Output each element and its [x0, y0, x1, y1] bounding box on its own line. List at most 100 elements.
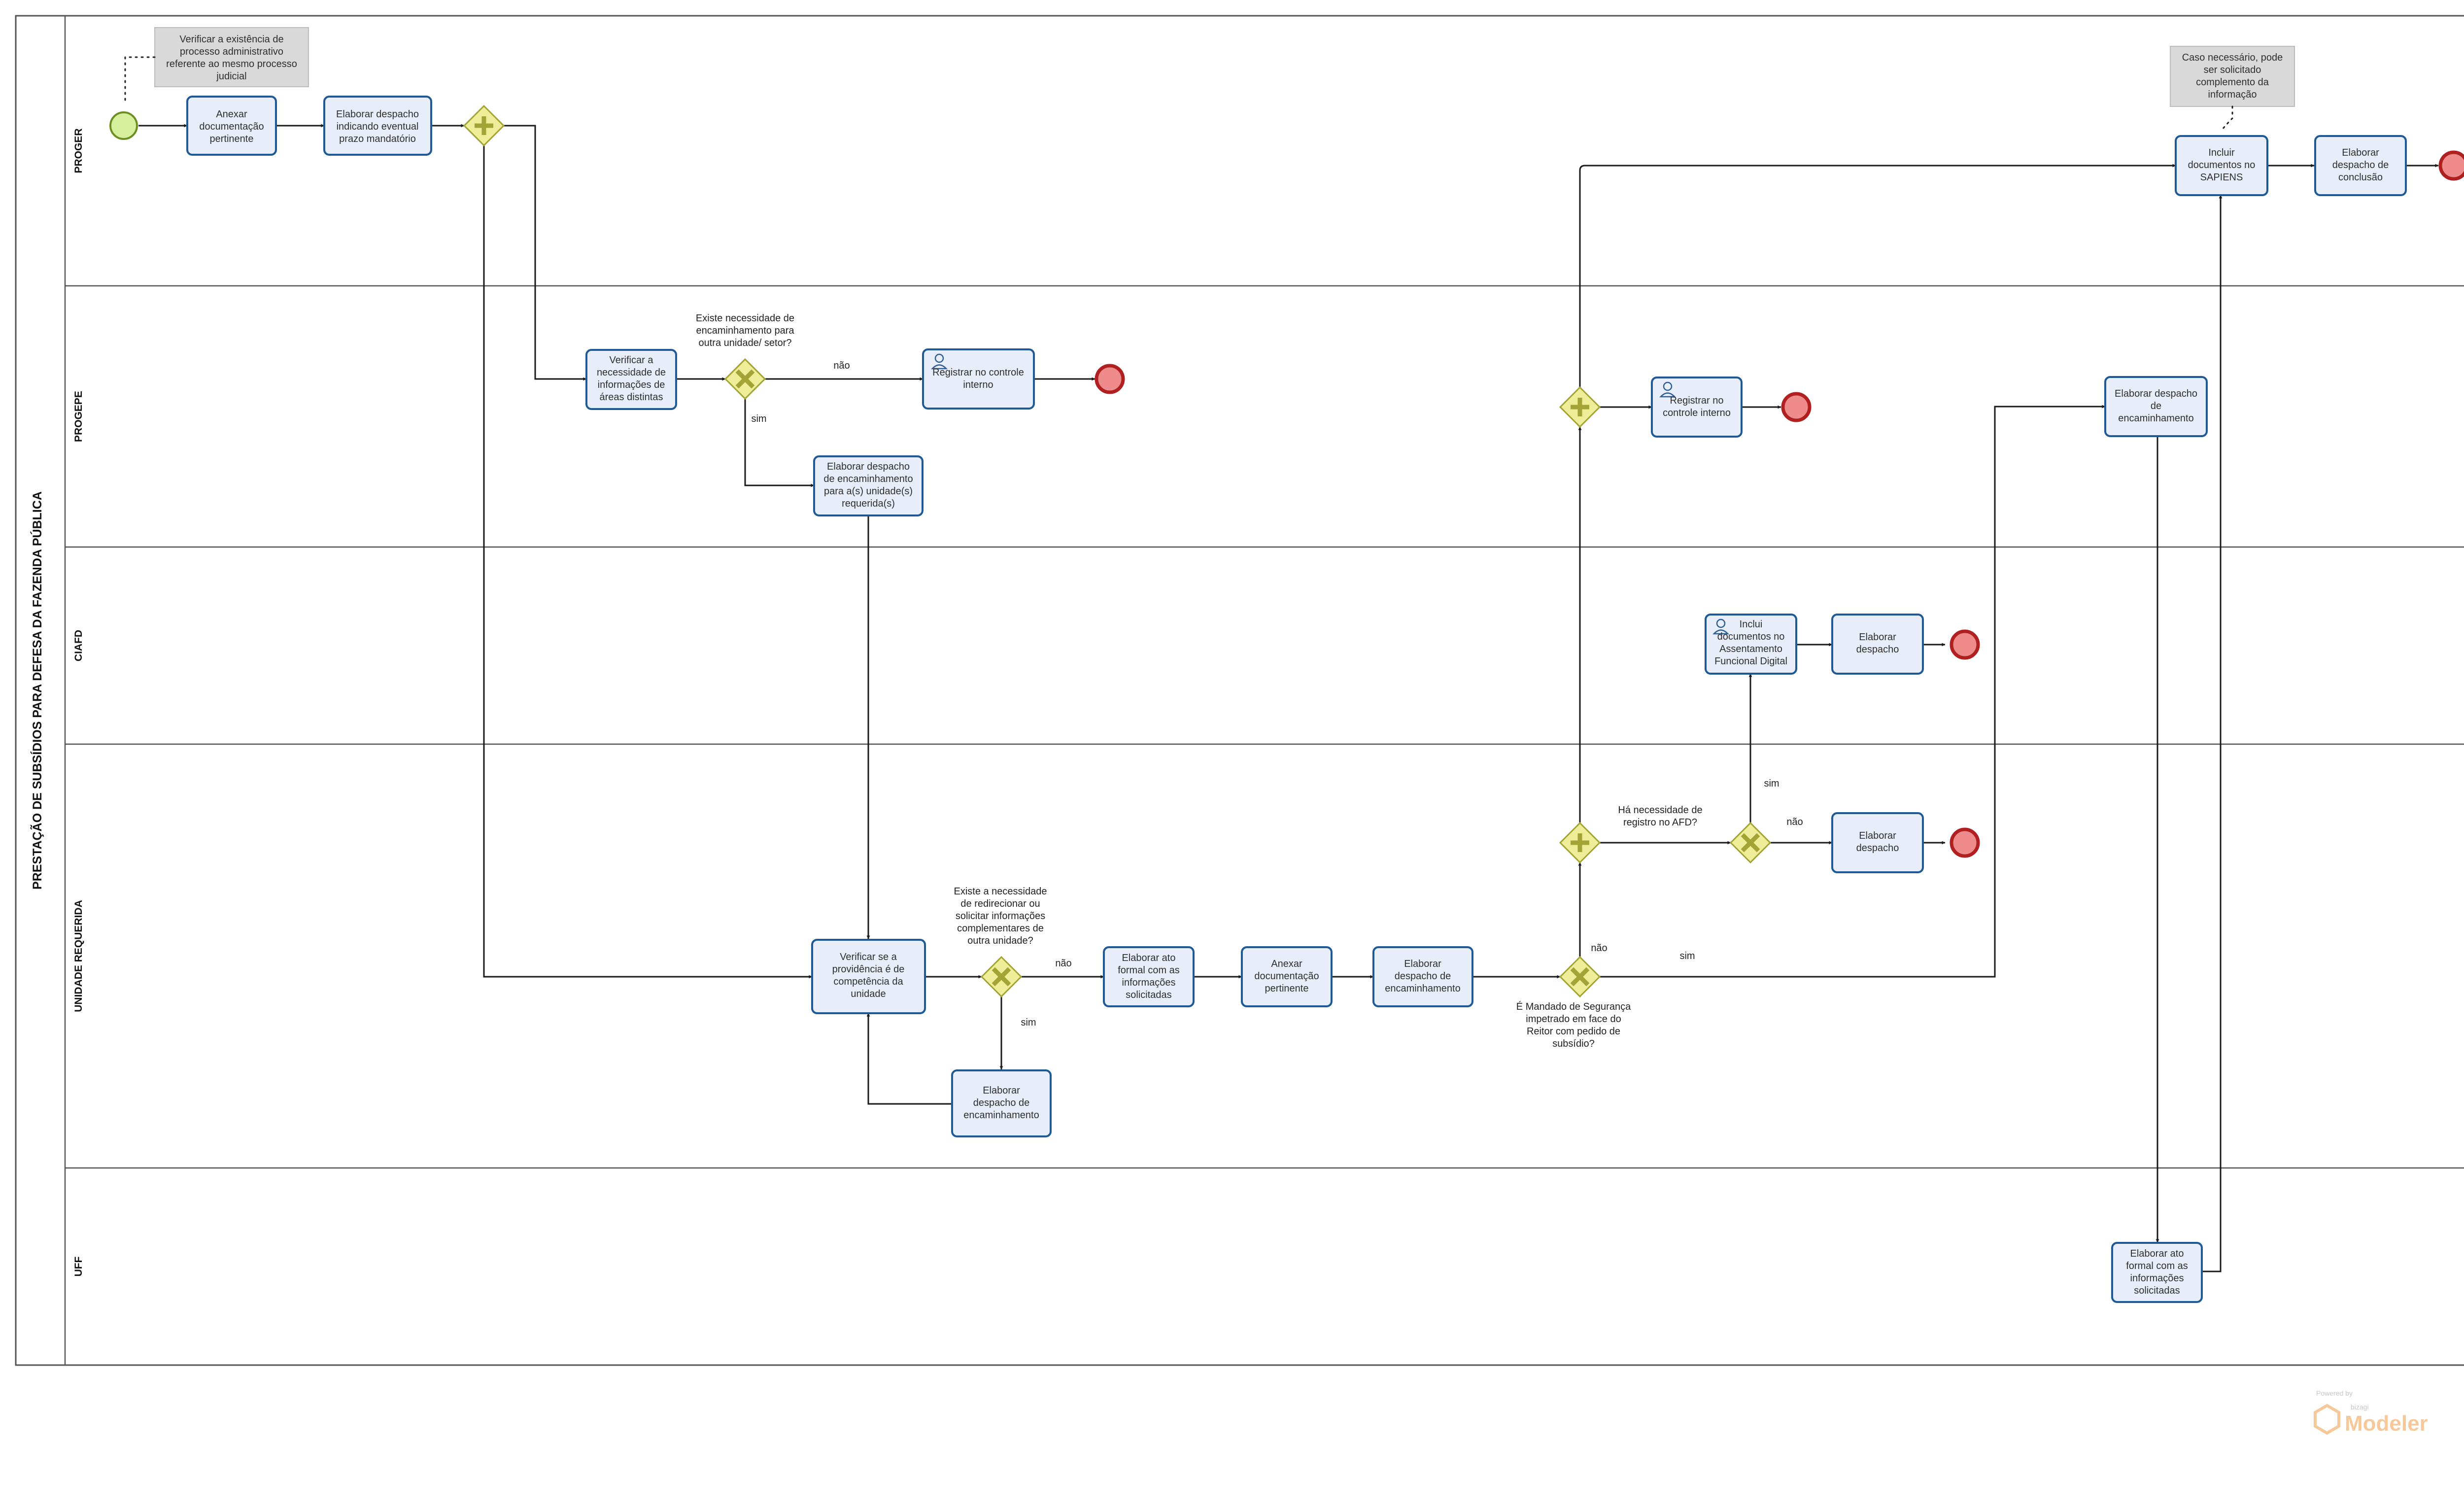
task-label: Elaborar despacho: [2115, 388, 2197, 399]
flow-label-g4-no: não: [1591, 943, 1607, 954]
pool-title: PRESTAÇÃO DE SUBSÍDIOS PARA DEFESA DA FA…: [30, 491, 44, 890]
pool: PRESTAÇÃO DE SUBSÍDIOS PARA DEFESA DA FA…: [15, 15, 2464, 1366]
task-label: Elaborar: [1404, 959, 1441, 969]
task-verificar-competencia[interactable]: Verificar se a providência é de competên…: [811, 939, 926, 1014]
task-anexar-documentacao-unidade[interactable]: Anexar documentação pertinente: [1241, 946, 1333, 1007]
task-registrar-controle-interno-2[interactable]: Registrar no controle interno: [1651, 377, 1743, 438]
exclusive-gateway[interactable]: [1729, 822, 1772, 864]
task-label: Elaborar ato: [2130, 1248, 2184, 1259]
task-label: Elaborar: [2342, 147, 2379, 158]
lane-ciafd: CIAFD: [73, 630, 84, 661]
task-elaborar-despacho-ciafd[interactable]: Elaborar despacho: [1831, 614, 1924, 675]
task-elaborar-ato-formal-uff[interactable]: Elaborar ato formal com as informações s…: [2111, 1242, 2203, 1303]
task-elaborar-despacho-encaminhamento-progepe[interactable]: Elaborar despacho de encaminhamento: [2104, 376, 2208, 437]
task-elaborar-despacho-conclusao[interactable]: Elaborar despacho de conclusão: [2314, 135, 2407, 196]
annotations: Verificar a existência de processo admin…: [124, 27, 2295, 130]
events: [109, 111, 2464, 858]
task-label: documentação: [199, 121, 264, 132]
lane-unidade-requerida: UNIDADE REQUERIDA: [73, 900, 84, 1012]
gateway-label: subsídio?: [1552, 1038, 1595, 1049]
task-label: prazo mandatório: [339, 134, 416, 144]
note-line: referente ao mesmo processo: [166, 59, 297, 69]
task-label: requerida(s): [842, 498, 895, 509]
user-task-icon: [931, 353, 948, 370]
task-label: solicitadas: [2134, 1285, 2180, 1296]
task-label: formal com as: [2126, 1261, 2188, 1271]
user-task-icon: [1712, 618, 1729, 635]
gateway-label: Existe a necessidade: [954, 886, 1047, 897]
task-label: despacho de: [973, 1097, 1030, 1108]
parallel-gateway[interactable]: [1559, 822, 1601, 864]
task-label: formal com as: [1118, 965, 1180, 976]
lane-progepe: PROGEPE: [73, 391, 84, 442]
gateway-label: Há necessidade de: [1618, 805, 1702, 816]
task-inclui-documentos-afd[interactable]: Inclui documentos no Assentamento Funcio…: [1705, 614, 1797, 675]
task-label: informações de: [598, 379, 665, 390]
task-label: Anexar: [1271, 959, 1302, 969]
gateway-label: É Mandado de Segurança: [1516, 1001, 1631, 1012]
task-label: necessidade de: [597, 367, 666, 378]
task-label: documentos no: [1717, 631, 1785, 642]
flow-labels: não sim não sim não sim sim não: [751, 360, 1803, 1028]
task-label: despacho de: [1395, 971, 1451, 982]
exclusive-gateway[interactable]: [724, 358, 766, 400]
end-event[interactable]: [1781, 392, 1812, 422]
task-label: informações: [1122, 977, 1176, 988]
end-event[interactable]: [1095, 364, 1125, 394]
flow-label-g3-no: não: [1055, 958, 1071, 969]
task-label: Inclui: [1740, 619, 1763, 630]
task-label: encaminhamento: [2118, 413, 2193, 424]
gateway-label: Existe necessidade de: [696, 313, 794, 324]
parallel-gateway[interactable]: [1559, 386, 1601, 428]
task-elaborar-despacho-unidade-fim[interactable]: Elaborar despacho: [1831, 812, 1924, 873]
task-label: encaminhamento: [963, 1110, 1039, 1121]
task-incluir-documentos-sapiens[interactable]: Incluir documentos no SAPIENS: [2175, 135, 2268, 196]
note-line: Verificar a existência de: [179, 34, 283, 45]
gateway-label: de redirecionar ou: [960, 898, 1040, 909]
bizagi-modeler-logo: Powered by bizagi Modeler: [2314, 1389, 2428, 1436]
logo-brand: Modeler: [2345, 1411, 2428, 1436]
end-event[interactable]: [1950, 827, 1980, 858]
task-label: despacho: [1856, 644, 1899, 655]
user-task-icon: [1659, 381, 1676, 398]
note-line: processo administrativo: [180, 46, 283, 57]
end-event[interactable]: [2438, 150, 2464, 181]
task-label: Anexar: [216, 109, 247, 120]
note-line: informação: [2208, 89, 2257, 100]
task-label: controle interno: [1663, 408, 1731, 418]
exclusive-gateway[interactable]: [1559, 956, 1601, 998]
task-label: solicitadas: [1126, 990, 1171, 1000]
flow-label-g4-yes: sim: [1679, 951, 1695, 961]
end-event[interactable]: [1950, 629, 1980, 660]
task-label: de encaminhamento: [823, 474, 913, 484]
start-event[interactable]: [109, 111, 138, 140]
task-elaborar-ato-formal-unidade[interactable]: Elaborar ato formal com as informações s…: [1103, 946, 1195, 1007]
flow-label-g2-yes: sim: [751, 413, 766, 424]
annotation-note-processo: Verificar a existência de processo admin…: [154, 27, 309, 87]
task-anexar-documentacao[interactable]: Anexar documentação pertinente: [186, 96, 277, 156]
task-elaborar-despacho-encaminhamento-unidade[interactable]: Elaborar despacho de encaminhamento: [1372, 946, 1473, 1007]
task-label: Verificar se a: [840, 952, 897, 962]
task-label: conclusão: [2338, 172, 2383, 183]
note-line: complemento da: [2196, 77, 2269, 88]
gateway-label: impetrado em face do: [1526, 1014, 1621, 1025]
gateway-label: Reitor com pedido de: [1527, 1026, 1620, 1037]
task-label: pertinente: [1265, 983, 1309, 994]
task-elaborar-despacho-prazo[interactable]: Elaborar despacho indicando eventual pra…: [323, 96, 432, 156]
task-registrar-controle-interno-1[interactable]: Registrar no controle interno: [922, 348, 1035, 410]
gateway-label: solicitar informações: [956, 911, 1045, 922]
task-label: encaminhamento: [1385, 983, 1460, 994]
note-line: judicial: [216, 71, 246, 82]
task-elaborar-despacho-redirecionar[interactable]: Elaborar despacho de encaminhamento: [951, 1069, 1052, 1137]
task-label: Elaborar despacho: [827, 461, 910, 472]
task-elaborar-despacho-unidades[interactable]: Elaborar despacho de encaminhamento para…: [813, 455, 924, 516]
task-verificar-necessidade-informacoes[interactable]: Verificar a necessidade de informações d…: [585, 349, 677, 410]
gateway-label: complementares de: [957, 923, 1044, 934]
task-label: pertinente: [210, 134, 254, 144]
logo-hexagon-icon: [2314, 1404, 2340, 1435]
flow-label-g2-no: não: [833, 360, 850, 371]
task-label: interno: [963, 379, 993, 390]
parallel-gateway[interactable]: [463, 104, 505, 147]
note-line: ser solicitado: [2204, 65, 2261, 75]
exclusive-gateway[interactable]: [980, 956, 1023, 998]
